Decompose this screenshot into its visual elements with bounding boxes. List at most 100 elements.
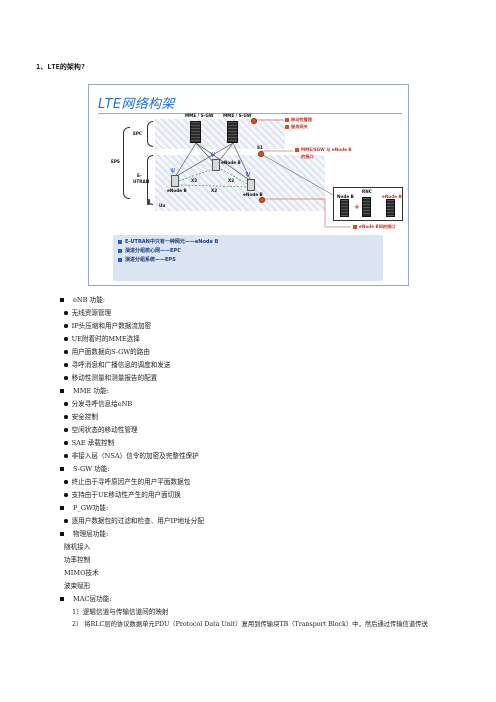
eps-brace (123, 127, 130, 199)
list-item: 非接入层（NSA）信令的加密及完整性保护 (64, 452, 199, 460)
list-item: SAE 承载控制 (64, 439, 114, 447)
square-bullet-icon (60, 467, 64, 471)
x2-label-c: X2 (211, 188, 218, 193)
dot-bullet-icon (64, 414, 68, 419)
eutran-brace (147, 155, 153, 205)
dot-bullet-icon (64, 323, 68, 328)
list-item: 空闲状态的移动性管理 (64, 426, 138, 434)
callout-gateway: 服务网关 (291, 124, 308, 129)
enodeb-a (171, 175, 179, 187)
epc-label: EPC (133, 131, 143, 136)
dot-bullet-icon (64, 349, 68, 354)
list-item: 无线资源管理 (64, 309, 111, 317)
diagram-links (174, 119, 351, 228)
list-item: IP头压缩和用户数据流加密 (64, 322, 151, 330)
section-pgw-title: P_GW功能: (60, 504, 108, 512)
list-item: 支持由于UE移动性产生的用户面切换 (64, 491, 181, 499)
list-item: MIMO技术 (64, 569, 99, 577)
plus-sign: + (354, 203, 360, 211)
list-item: 波束赋形 (64, 582, 91, 590)
callout-s1-interface-2: 的接口 (301, 154, 314, 159)
square-bullet-icon (60, 389, 64, 393)
section-mme-title: MME 功能: (60, 387, 109, 395)
eutran-region (155, 155, 325, 211)
mme-sgw-label-2: MME / S-GW (223, 113, 252, 118)
title-rule (98, 113, 402, 114)
antenna-icon: ψ (170, 166, 176, 174)
legend-square-icon (118, 239, 122, 244)
section-mac-title: MAC层功能: (60, 595, 112, 603)
dot-bullet-icon (64, 479, 68, 484)
dot-bullet-icon (64, 492, 68, 497)
square-bullet-icon (60, 532, 64, 536)
dot-bullet-icon (64, 310, 68, 315)
callout-x2-interface: eNode B间的接口 (359, 224, 396, 229)
antenna-icon: ψ (245, 170, 251, 178)
callout-mobility: 移动性管理 (291, 117, 312, 122)
epc-brace (147, 121, 153, 147)
s1-label: S1 (257, 145, 263, 150)
list-item: 移动性测量和测量报告的配置 (64, 374, 157, 382)
dot-bullet-icon (64, 375, 68, 380)
legend-item: 演进分组系统——EPS (118, 256, 176, 263)
list-item: 2） 将RLC层的协议数据单元PDU（Protocol Data Unit）复用… (72, 621, 428, 628)
dot-bullet-icon (64, 427, 68, 432)
lte-architecture-figure: LTE网络构架 (88, 84, 409, 286)
rnc-enodeb-label: eNode B (382, 194, 402, 199)
rnc-label: RNC (362, 189, 372, 194)
square-bullet-icon (60, 506, 64, 510)
section-heading: 1、LTE的架构? (36, 63, 86, 71)
list-item: UE附着时的MME选择 (64, 335, 140, 343)
eutran-label-2: UTRAN (133, 179, 150, 184)
list-item: 1）逻辑信道与传输信道间的映射 (72, 608, 169, 616)
antenna-icon: ψ (210, 150, 216, 158)
callout-marker (285, 118, 289, 122)
section-enb-title: eNB 功能: (60, 296, 105, 304)
callout-s1-interface: MME/SGW 与 eNode B (301, 147, 352, 152)
square-bullet-icon (60, 597, 64, 601)
mme-sgw-label-1: MME / S-GW (185, 113, 214, 118)
list-item: 安全控制 (64, 413, 98, 421)
list-item: 分发寻呼信息给eNB (64, 400, 132, 408)
square-bullet-icon (60, 298, 64, 302)
network-diagram: MME / S-GW MME / S-GW EPS EPC E- UTRAN S… (93, 113, 407, 235)
uu-label: Uu (159, 203, 166, 208)
enodeb-label-b: eNode B (221, 160, 241, 165)
callout-marker (295, 148, 299, 152)
enodeb-label-c: eNode B (243, 192, 263, 197)
list-item: 寻呼消息和广播信息的调度和发送 (64, 361, 171, 369)
epc-region (155, 119, 285, 149)
figure-title: LTE网络构架 (98, 97, 175, 112)
node-b-label: Node B (337, 194, 354, 199)
callout-marker (353, 225, 357, 229)
legend-item: E-UTRAN中只有一种网元——eNode B (118, 238, 218, 245)
dot-bullet-icon (64, 401, 68, 406)
section-sgw-title: S-GW 功能: (60, 465, 110, 473)
dot-bullet-icon (64, 362, 68, 367)
figure-legend: E-UTRAN中只有一种网元——eNode B 演进分组核心网——EPC 演进分… (113, 235, 383, 281)
legend-square-icon (118, 248, 122, 253)
ue-phone-icon (147, 199, 150, 205)
eutran-label-1: E- (137, 173, 142, 178)
section-phy-title: 物理层功能: (60, 530, 108, 538)
mme-sgw-server-2 (227, 121, 238, 143)
enodeb-b (212, 159, 220, 171)
list-item: 终止由于寻呼原因产生的用户平面数据包 (64, 478, 190, 486)
list-item: 随机接入 (64, 543, 91, 551)
rnc-server-icon (340, 199, 349, 217)
legend-item: 演进分组核心网——EPC (118, 247, 181, 254)
dot-bullet-icon (64, 453, 68, 458)
marker-s1 (258, 151, 264, 157)
enodeb-label-a: eNode B (167, 188, 187, 193)
list-item: 用户面数据向S-GW的路由 (64, 348, 150, 356)
rnc-node-icon (362, 197, 371, 217)
mme-sgw-server-1 (190, 121, 201, 143)
x2-label-b: X2 (228, 178, 235, 183)
list-item: 功率控制 (64, 556, 91, 564)
x2-label-a: X2 (191, 178, 198, 183)
dot-bullet-icon (64, 440, 68, 445)
eps-label: EPS (111, 159, 120, 164)
callout-marker (285, 125, 289, 129)
rnc-enodeb-icon (386, 199, 395, 217)
enodeb-c (247, 179, 255, 191)
